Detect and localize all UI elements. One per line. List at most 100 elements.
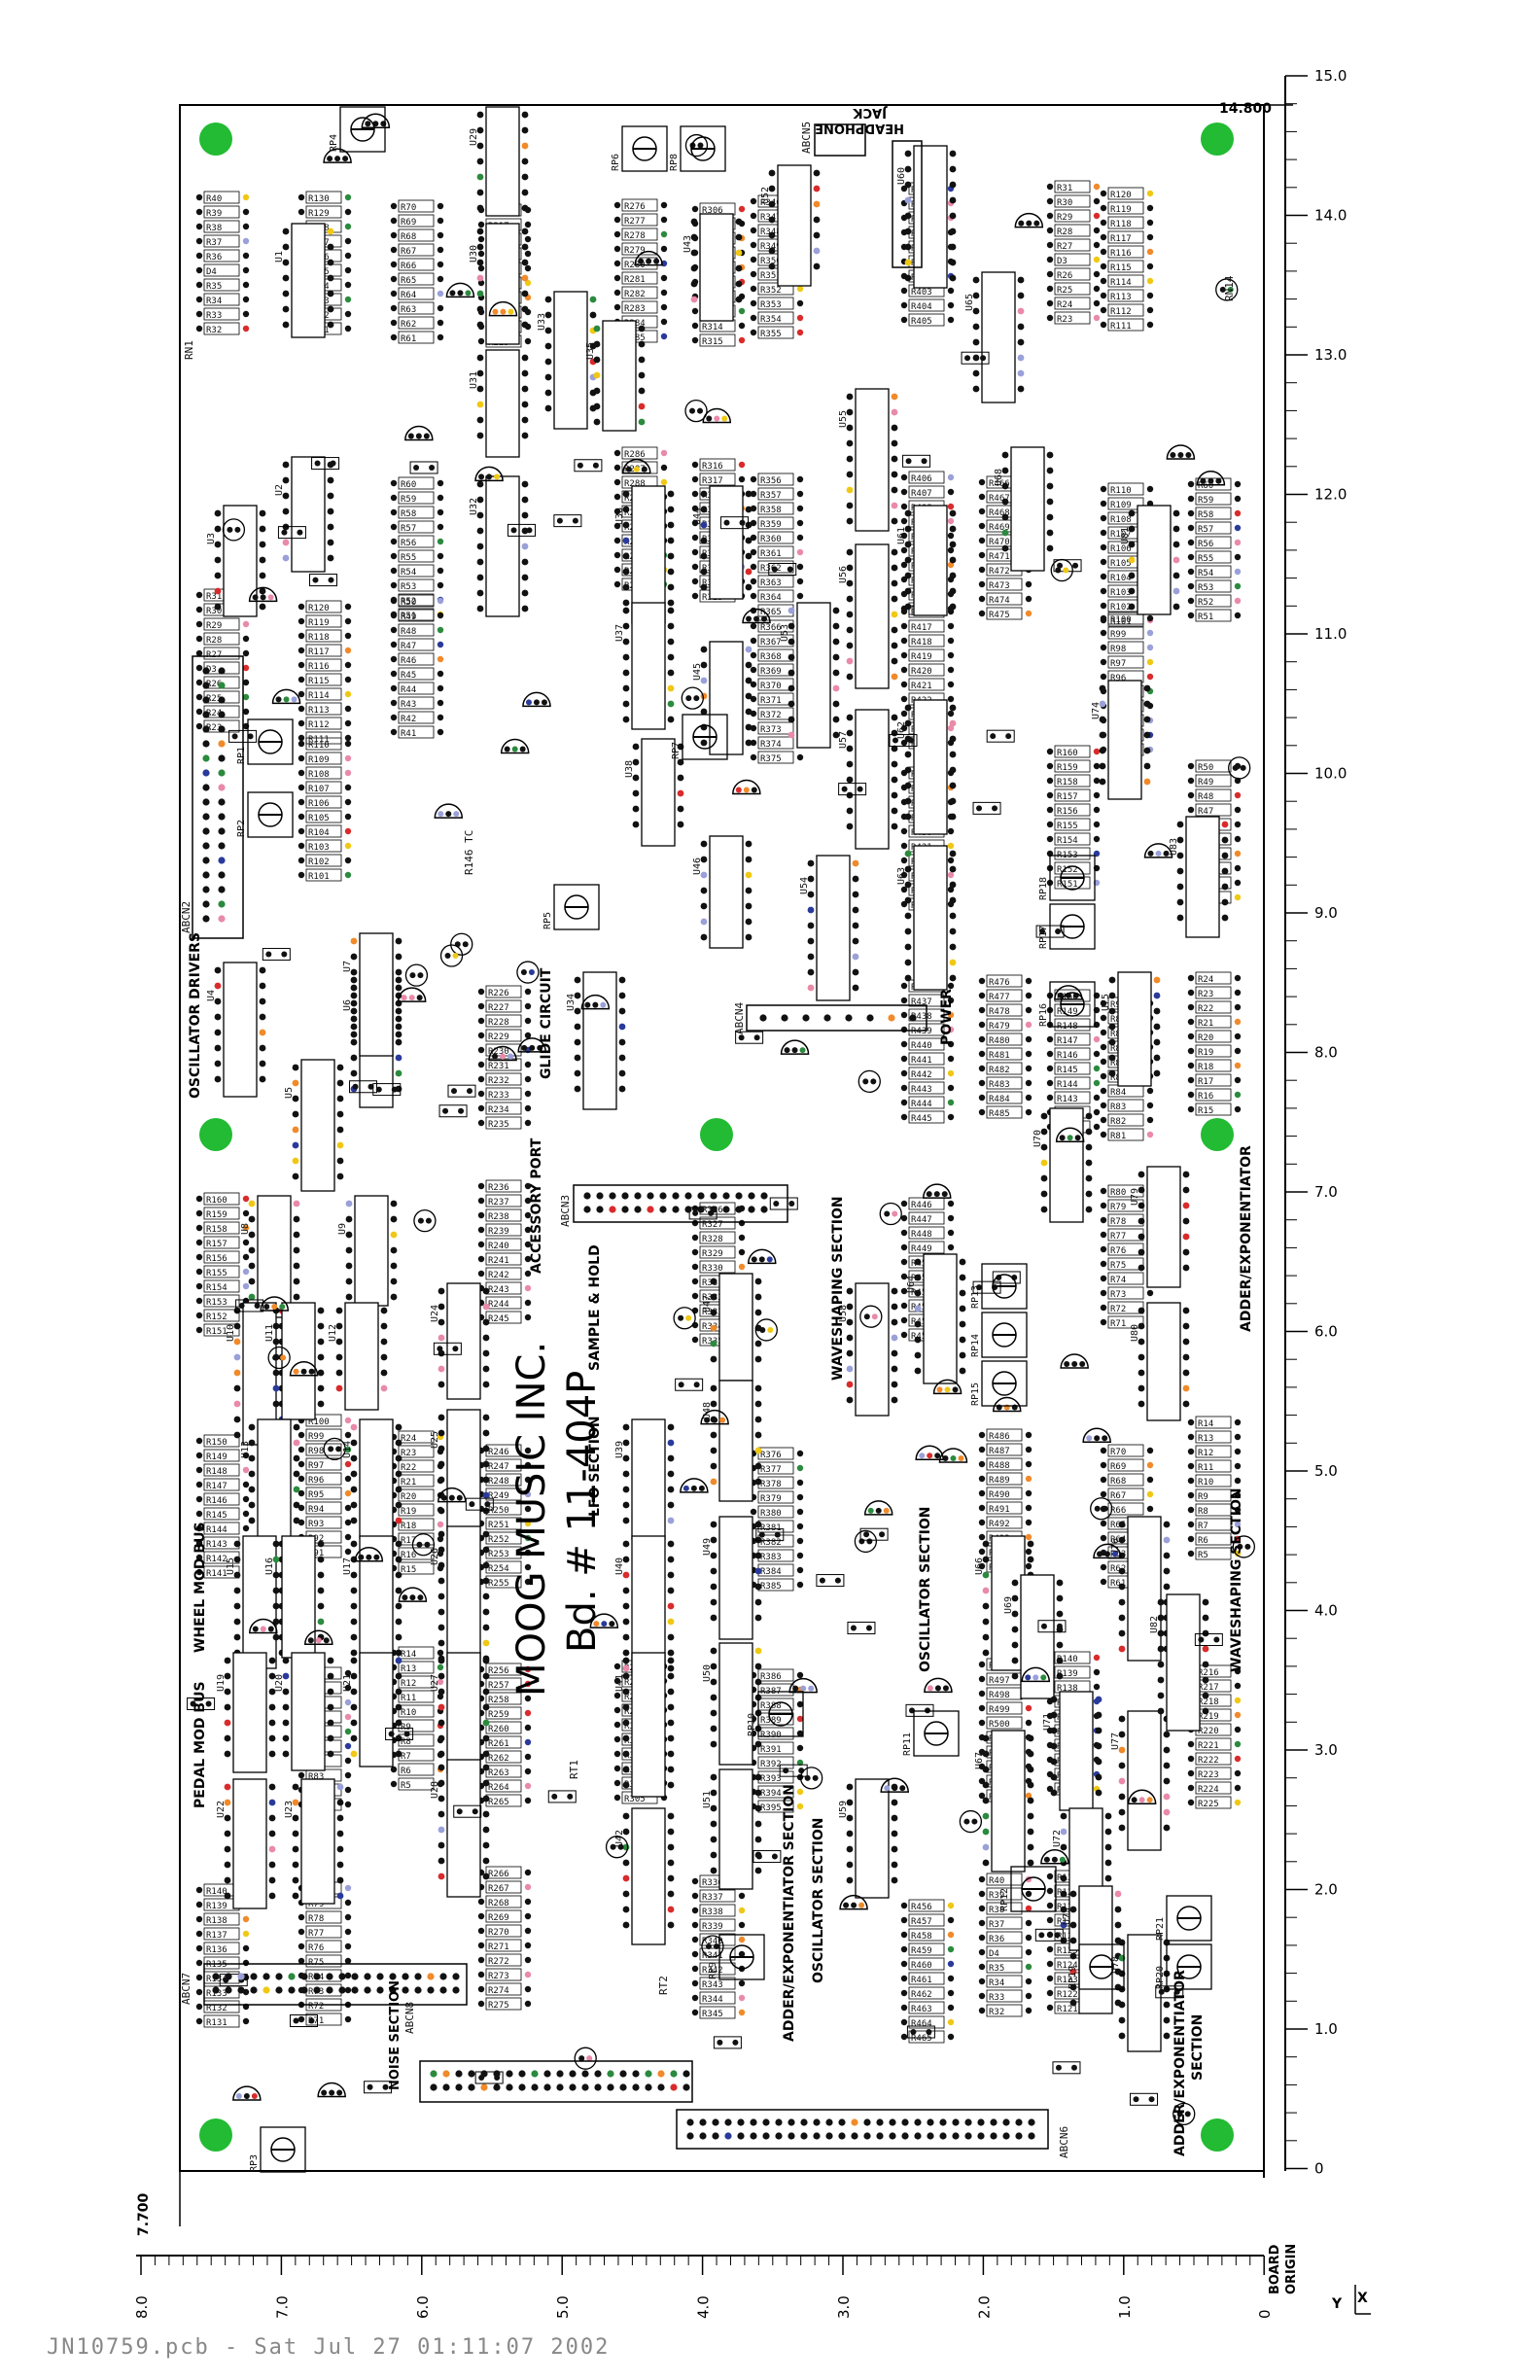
ic-pin bbox=[982, 1766, 990, 1773]
pad bbox=[1100, 529, 1107, 537]
resistor-box bbox=[398, 1777, 435, 1791]
ic-pin bbox=[622, 506, 630, 513]
pad bbox=[1040, 1674, 1047, 1681]
trimpot-label: RP9 bbox=[708, 1962, 718, 1979]
pad bbox=[344, 871, 352, 879]
resistor-label: R461 bbox=[911, 1976, 932, 1985]
ic-pin bbox=[622, 622, 630, 630]
resistor-label: R19 bbox=[1198, 1048, 1213, 1058]
ic-body bbox=[1010, 446, 1045, 572]
resistor-box bbox=[986, 578, 1023, 591]
pad bbox=[1146, 1289, 1154, 1297]
ic-pin bbox=[476, 511, 484, 519]
pad bbox=[423, 433, 430, 439]
resistor-box bbox=[485, 1735, 522, 1749]
ic-pin bbox=[1050, 1758, 1058, 1766]
ic-pin bbox=[476, 173, 484, 181]
ic-pin bbox=[268, 1799, 276, 1806]
ic-pin bbox=[914, 1336, 922, 1344]
resistor-label: R237 bbox=[488, 1198, 509, 1208]
origin-label-origin: ORIGIN bbox=[1284, 2244, 1299, 2294]
pad bbox=[613, 464, 621, 472]
ic-pin bbox=[949, 797, 957, 805]
pad bbox=[1187, 1448, 1195, 1455]
ic-pin bbox=[1118, 1567, 1126, 1575]
resistor-label: R7 bbox=[1198, 1522, 1208, 1531]
resistor-label: R24 bbox=[401, 1434, 416, 1444]
ic-pin bbox=[1060, 1937, 1068, 1944]
pad bbox=[613, 1794, 621, 1802]
resistor-label: R478 bbox=[989, 1007, 1010, 1017]
pad bbox=[520, 969, 527, 976]
ic-pin bbox=[248, 1278, 256, 1285]
pad bbox=[478, 473, 485, 480]
ic-pin bbox=[293, 1246, 300, 1254]
ic-pin bbox=[1176, 867, 1184, 875]
ic-pin bbox=[521, 243, 529, 251]
pad bbox=[900, 1099, 908, 1106]
resistor-label: R66 bbox=[1110, 1506, 1126, 1516]
ic-pin bbox=[521, 605, 529, 612]
pad bbox=[1025, 1562, 1032, 1570]
pad bbox=[691, 461, 699, 469]
ic-pin bbox=[259, 998, 266, 1005]
pad bbox=[796, 1508, 804, 1516]
resistor-box bbox=[699, 1962, 736, 1976]
ic-pin bbox=[667, 1649, 675, 1657]
ic-pin bbox=[1176, 821, 1184, 828]
pad bbox=[1100, 204, 1107, 212]
ic-pin bbox=[754, 1384, 762, 1392]
pad bbox=[678, 1314, 684, 1321]
resistor-box bbox=[908, 1928, 945, 1942]
resistor-label: R145 bbox=[206, 1511, 228, 1521]
trimpot-label: RP7 bbox=[671, 742, 682, 759]
pad bbox=[978, 595, 986, 603]
resistor-box bbox=[986, 1872, 1023, 1886]
connector-pin bbox=[202, 696, 210, 704]
resistor-label: R154 bbox=[1057, 836, 1078, 846]
connector-pin bbox=[430, 2083, 438, 2091]
pad bbox=[691, 1979, 699, 1987]
ic-body bbox=[923, 1253, 958, 1384]
connector-pin bbox=[218, 827, 226, 835]
pad bbox=[921, 458, 928, 465]
resistor-box bbox=[305, 1910, 342, 1924]
ic-pin bbox=[622, 1633, 630, 1641]
pad bbox=[1234, 791, 1242, 799]
pad bbox=[978, 1519, 986, 1526]
pad bbox=[660, 318, 668, 326]
pad bbox=[344, 842, 352, 850]
pad bbox=[195, 679, 203, 686]
ic-pin bbox=[317, 1338, 325, 1346]
resistor-label: R68 bbox=[401, 232, 416, 242]
ic-pin bbox=[317, 1322, 325, 1330]
ic-pin bbox=[521, 385, 529, 393]
pad bbox=[900, 651, 908, 659]
connector-pin bbox=[686, 2132, 694, 2140]
resistor-label: R56 bbox=[1198, 540, 1213, 549]
transistor-outline bbox=[589, 1613, 619, 1628]
ic-pin bbox=[589, 311, 597, 319]
trimpot-body bbox=[247, 718, 294, 765]
pad bbox=[437, 567, 444, 575]
pad bbox=[265, 951, 272, 958]
resistor-box bbox=[1054, 774, 1091, 788]
resistor-label: R40 bbox=[989, 1876, 1004, 1886]
resistor-label: R10 bbox=[401, 1708, 416, 1718]
pad bbox=[437, 684, 444, 692]
resistor-label: R490 bbox=[989, 1490, 1010, 1500]
pad bbox=[195, 1539, 203, 1547]
ic-pin bbox=[293, 1486, 300, 1493]
pad bbox=[1187, 539, 1195, 546]
resistor-box bbox=[398, 696, 435, 710]
pad bbox=[613, 566, 621, 574]
ic-pin bbox=[667, 599, 675, 607]
ic-pin bbox=[1118, 1583, 1126, 1591]
pad bbox=[613, 1692, 621, 1699]
pad bbox=[750, 256, 757, 263]
resistor-box bbox=[398, 258, 435, 271]
pad bbox=[1234, 1697, 1242, 1704]
ic-pin bbox=[700, 583, 708, 591]
ic-pin bbox=[521, 542, 529, 550]
label-section-word: SECTION bbox=[1190, 2014, 1206, 2081]
